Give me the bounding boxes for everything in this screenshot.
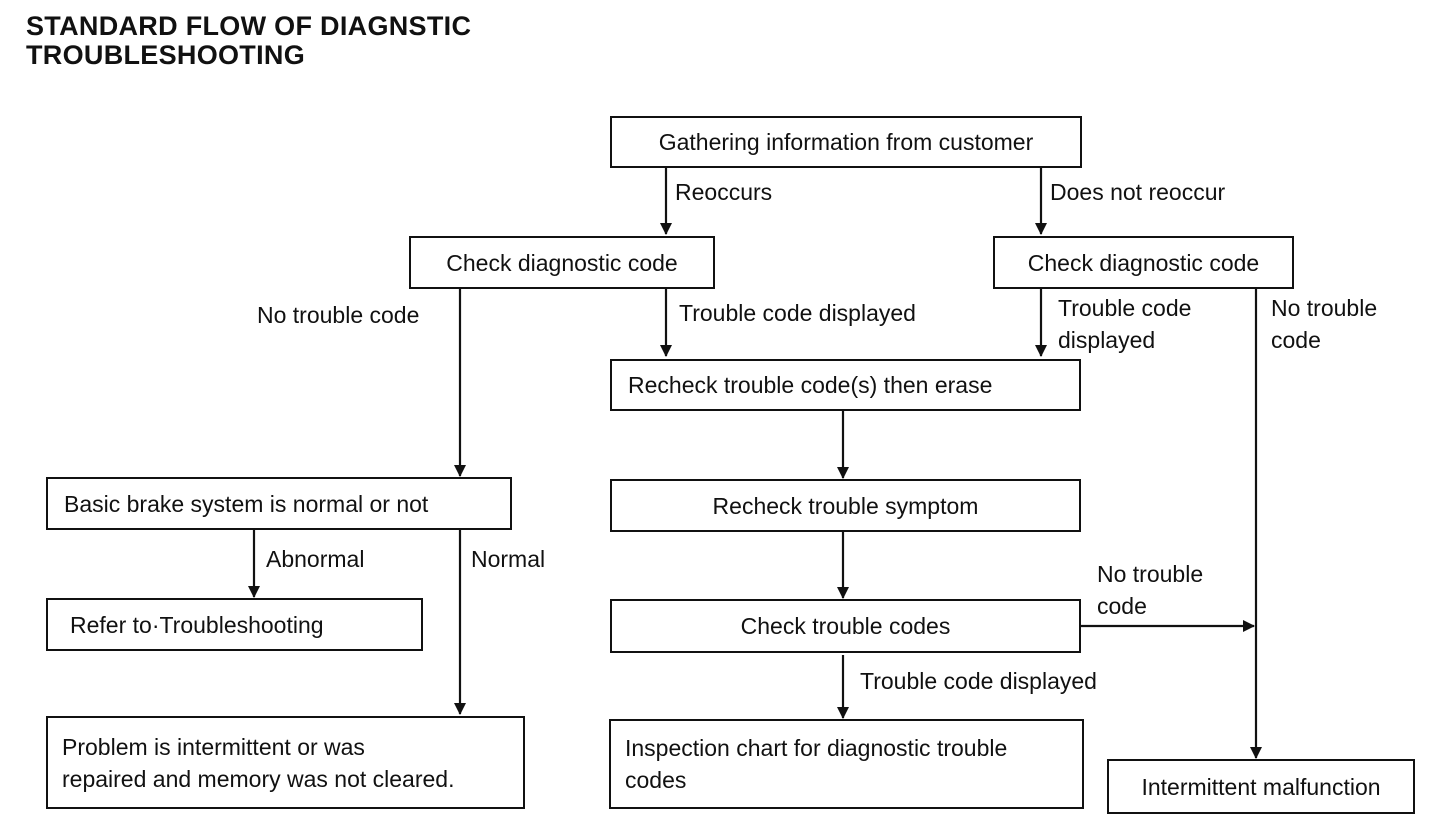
box-problem-intermittent: Problem is intermittent or was repaired … [46,716,525,809]
label-reoccurs: Reoccurs [675,179,773,205]
box-check-diagnostic-code-right-text: Check diagnostic code [1027,249,1260,276]
box-refer-troubleshooting: Refer to·Troubleshooting [46,598,423,651]
label-does-not-reoccur: Does not reoccur [1050,179,1226,205]
box-check-diagnostic-code-right: Check diagnostic code [993,236,1294,289]
label-no-trouble-code-mid: No trouble code [1097,558,1203,622]
box-refer-troubleshooting-text: Refer to·Troubleshooting [70,611,324,638]
box-recheck-symptom: Recheck trouble symptom [610,479,1081,532]
label-trouble-code-displayed-right: Trouble code displayed [1058,292,1191,356]
label-trouble-code-displayed-center: Trouble code displayed [679,300,916,326]
box-recheck-symptom-text: Recheck trouble symptom [712,492,979,519]
diagram-title: STANDARD FLOW OF DIAGNSTIC TROUBLESHOOTI… [26,12,471,70]
label-trouble-code-displayed-right-line-2: displayed [1058,327,1156,353]
title-line-1: STANDARD FLOW OF DIAGNSTIC [26,11,472,41]
box-problem-intermittent-text: Problem is intermittent or was repaired … [62,731,454,795]
box-recheck-erase: Recheck trouble code(s) then erase [610,359,1081,411]
box-inspection-chart: Inspection chart for diagnostic trouble … [609,719,1084,809]
box-gathering-information: Gathering information from customer [610,116,1082,168]
box-problem-line-1: Problem is intermittent or was [62,733,365,760]
box-intermittent-malfunction: Intermittent malfunction [1107,759,1415,814]
label-trouble-code-displayed-right-line-1: Trouble code [1058,295,1192,321]
box-check-trouble-codes-text: Check trouble codes [740,613,951,639]
box-basic-brake-system: Basic brake system is normal or not [46,477,512,530]
box-check-diagnostic-code-left-text: Check diagnostic code [446,249,678,276]
label-no-trouble-code-right-line-1: No trouble [1271,295,1378,321]
box-inspection-line-2: codes [625,767,687,793]
label-no-trouble-code-right-line-2: code [1271,327,1321,353]
box-check-trouble-codes: Check trouble codes [610,599,1081,653]
label-normal: Normal [471,546,546,572]
box-check-diagnostic-code-left: Check diagnostic code [409,236,715,289]
label-abnormal: Abnormal [266,546,365,572]
box-inspection-chart-text: Inspection chart for diagnostic trouble … [625,732,1007,796]
box-problem-line-2: repaired and memory was not cleared. [62,765,455,792]
label-no-trouble-code-mid-line-2: code [1097,593,1147,619]
title-line-2: TROUBLESHOOTING [26,40,305,70]
box-recheck-erase-text: Recheck trouble code(s) then erase [628,372,993,398]
label-no-trouble-code-mid-line-1: No trouble [1097,561,1204,587]
box-basic-brake-system-text: Basic brake system is normal or not [64,490,429,517]
box-intermittent-malfunction-text: Intermittent malfunction [1141,773,1381,800]
box-gathering-information-text: Gathering information from customer [658,129,1034,155]
box-inspection-line-1: Inspection chart for diagnostic trouble [625,735,1008,761]
label-no-trouble-code-left: No trouble code [257,302,420,328]
label-no-trouble-code-right: No trouble code [1271,292,1377,356]
label-trouble-code-displayed-bottom: Trouble code displayed [860,668,1097,694]
